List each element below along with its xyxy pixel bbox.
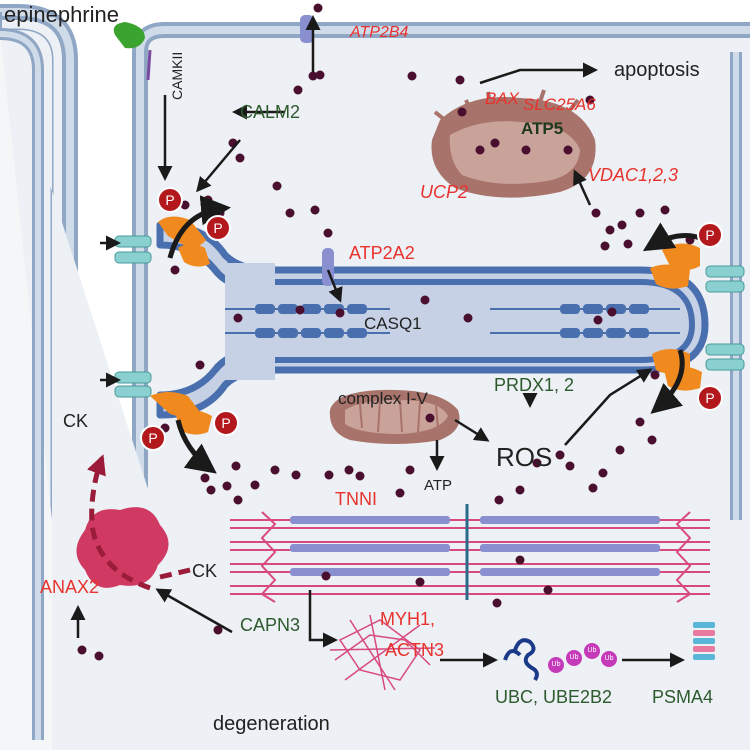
ubiquitin-icon: Ub (601, 651, 617, 667)
phospho-badge: P (213, 410, 239, 436)
ck-top-label: CK (63, 411, 89, 431)
degraded-filaments (329, 614, 436, 691)
capn3-label: CAPN3 (240, 615, 301, 635)
casq-filaments (225, 304, 680, 338)
prdx-label: PRDX1, 2 (494, 375, 575, 395)
ubiquitin-protein-icon (503, 638, 539, 682)
ubiquitin-icon: Ub (548, 657, 564, 673)
calcium-ions (77, 3, 695, 661)
ucp2-label: UCP2 (420, 182, 469, 202)
actn3-label: ACTN3 (385, 640, 445, 660)
atp2a2-label: ATP2A2 (349, 243, 415, 263)
phospho-badge: P (157, 187, 183, 213)
phospho-badge: P (697, 222, 723, 248)
ros-label: ROS (496, 442, 553, 472)
tnni-label: TNNI (335, 489, 377, 509)
calm2-label: CALM2 (240, 102, 301, 122)
ubiquitin-icon: Ub (584, 643, 600, 659)
bax-label: BAX (485, 89, 520, 108)
ubiquitin-icon: Ub (566, 650, 582, 666)
atp-label: ATP (424, 477, 453, 494)
atp2b4-label: ATP2B4 (350, 24, 409, 41)
atp5-label: ATP5 (521, 119, 564, 138)
slc25a6-label: SLC25A6 (523, 95, 596, 114)
casq1-label: CASQ1 (364, 314, 422, 333)
calpain-blob (76, 507, 169, 588)
phospho-badge: P (140, 425, 166, 451)
ck-mid-label: CK (192, 561, 218, 581)
myh1-label: MYH1, (380, 609, 436, 629)
complex-label: complex I-V (338, 389, 428, 408)
epinephrine-label: epinephrine (4, 2, 119, 27)
phospho-badge: P (697, 385, 723, 411)
vdac-label: VDAC1,2,3 (588, 165, 679, 185)
proteasome-icon (693, 622, 715, 660)
mitochondrion-mid (329, 389, 460, 444)
degeneration-label: degeneration (213, 713, 330, 735)
pathway-arrows (70, 15, 685, 668)
phospho-badge: P (205, 215, 231, 241)
ubc-label: UBC, UBE2B2 (495, 687, 613, 707)
mitochondrion-top (431, 89, 596, 198)
camkii-label: CAMKII (169, 51, 185, 100)
apoptosis-label: apoptosis (614, 59, 700, 81)
ck-release-arrow (87, 454, 191, 591)
anax2-label: ANAX2 (40, 577, 100, 597)
psma4-label: PSMA4 (652, 687, 714, 707)
